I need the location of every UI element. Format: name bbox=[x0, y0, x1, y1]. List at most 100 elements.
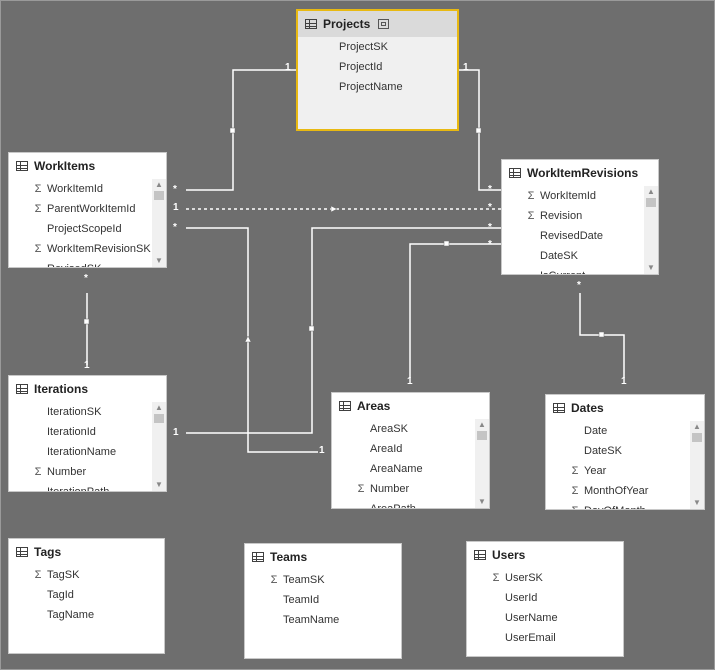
field-row[interactable]: TeamName bbox=[245, 610, 401, 630]
table-header[interactable]: Projects bbox=[298, 11, 457, 37]
table-header[interactable]: Teams bbox=[245, 544, 401, 570]
scrollbar[interactable]: ▲▼ bbox=[152, 402, 166, 491]
field-row[interactable]: UserName bbox=[467, 608, 623, 628]
scrollbar[interactable]: ▲▼ bbox=[644, 186, 658, 274]
field-row[interactable]: UserEmail bbox=[467, 628, 623, 648]
scroll-thumb[interactable] bbox=[154, 414, 164, 423]
table-header[interactable]: Areas bbox=[332, 393, 489, 419]
field-row[interactable]: TagName bbox=[9, 605, 164, 625]
field-row[interactable]: IterationSK bbox=[9, 402, 166, 422]
scrollbar[interactable]: ▲▼ bbox=[152, 179, 166, 267]
field-row[interactable]: IsCurrent bbox=[502, 266, 658, 274]
scroll-thumb[interactable] bbox=[692, 433, 702, 442]
field-name: AreaPath bbox=[370, 503, 416, 509]
field-row[interactable]: Date bbox=[546, 421, 704, 441]
field-row[interactable]: DateSK bbox=[546, 441, 704, 461]
field-row[interactable]: ProjectName bbox=[298, 77, 457, 97]
table-icon bbox=[509, 168, 521, 178]
scroll-down-icon[interactable]: ▼ bbox=[647, 263, 655, 272]
sigma-icon: Σ bbox=[357, 483, 365, 495]
table-title: Users bbox=[492, 548, 526, 562]
field-row[interactable]: TagId bbox=[9, 585, 164, 605]
table-icon bbox=[339, 401, 351, 411]
scrollbar[interactable]: ▲▼ bbox=[690, 421, 704, 509]
table-header[interactable]: Iterations bbox=[9, 376, 166, 402]
field-name: TagName bbox=[47, 609, 95, 621]
scroll-up-icon[interactable]: ▲ bbox=[693, 422, 701, 431]
table-title: Tags bbox=[34, 545, 62, 559]
scroll-up-icon[interactable]: ▲ bbox=[155, 403, 163, 412]
field-name: TagSK bbox=[47, 569, 80, 581]
field-name: DayOfMonth bbox=[584, 505, 646, 509]
field-row[interactable]: IterationPath bbox=[9, 482, 166, 491]
field-row[interactable]: TeamId bbox=[245, 590, 401, 610]
field-row[interactable]: IterationName bbox=[9, 442, 166, 462]
field-row[interactable]: ProjectScopeId bbox=[9, 219, 166, 239]
table-card-dates[interactable]: DatesDateDateSKΣYearΣMonthOfYearΣDayOfMo… bbox=[545, 394, 705, 510]
rel-areas-workitems bbox=[186, 227, 318, 453]
field-row[interactable]: UserId bbox=[467, 588, 623, 608]
rel-areas-workitemrevisions bbox=[409, 243, 501, 378]
field-name: WorkItemRevisionSK bbox=[47, 243, 151, 255]
field-name: IterationId bbox=[47, 426, 96, 438]
scroll-thumb[interactable] bbox=[154, 191, 164, 200]
field-name: TeamName bbox=[283, 614, 340, 626]
scroll-up-icon[interactable]: ▲ bbox=[478, 420, 486, 429]
table-header[interactable]: Tags bbox=[9, 539, 164, 565]
scroll-down-icon[interactable]: ▼ bbox=[693, 498, 701, 507]
scroll-down-icon[interactable]: ▼ bbox=[155, 256, 163, 265]
field-row[interactable]: ΣDayOfMonth bbox=[546, 501, 704, 509]
scroll-thumb[interactable] bbox=[477, 431, 487, 440]
scroll-thumb[interactable] bbox=[646, 198, 656, 207]
field-row[interactable]: ProjectId bbox=[298, 57, 457, 77]
field-row[interactable]: AreaSK bbox=[332, 419, 489, 439]
table-header[interactable]: WorkItems bbox=[9, 153, 166, 179]
sigma-icon: Σ bbox=[492, 572, 500, 584]
field-name: UserId bbox=[505, 592, 538, 604]
scroll-down-icon[interactable]: ▼ bbox=[155, 480, 163, 489]
table-header[interactable]: Users bbox=[467, 542, 623, 568]
field-row[interactable]: ProjectSK bbox=[298, 37, 457, 57]
collapse-icon[interactable] bbox=[378, 19, 390, 29]
table-header[interactable]: Dates bbox=[546, 395, 704, 421]
field-name: ProjectName bbox=[339, 81, 403, 93]
table-header[interactable]: WorkItemRevisions bbox=[502, 160, 658, 186]
scrollbar[interactable]: ▲▼ bbox=[475, 419, 489, 508]
table-icon bbox=[16, 161, 28, 171]
field-row[interactable]: AreaId bbox=[332, 439, 489, 459]
field-row[interactable]: RevisedSK bbox=[9, 259, 166, 267]
scroll-up-icon[interactable]: ▲ bbox=[155, 180, 163, 189]
field-row[interactable]: IterationId bbox=[9, 422, 166, 442]
scroll-down-icon[interactable]: ▼ bbox=[478, 497, 486, 506]
scroll-up-icon[interactable]: ▲ bbox=[647, 187, 655, 196]
card-label: 1 bbox=[173, 427, 179, 438]
field-row[interactable]: AreaPath bbox=[332, 499, 489, 509]
card-label: 1 bbox=[84, 360, 90, 371]
field-row[interactable]: RevisedDate bbox=[502, 226, 658, 246]
sigma-icon: Σ bbox=[34, 203, 42, 215]
field-row[interactable]: AreaName bbox=[332, 459, 489, 479]
field-name: Number bbox=[47, 466, 87, 478]
field-row[interactable]: DateSK bbox=[502, 246, 658, 266]
